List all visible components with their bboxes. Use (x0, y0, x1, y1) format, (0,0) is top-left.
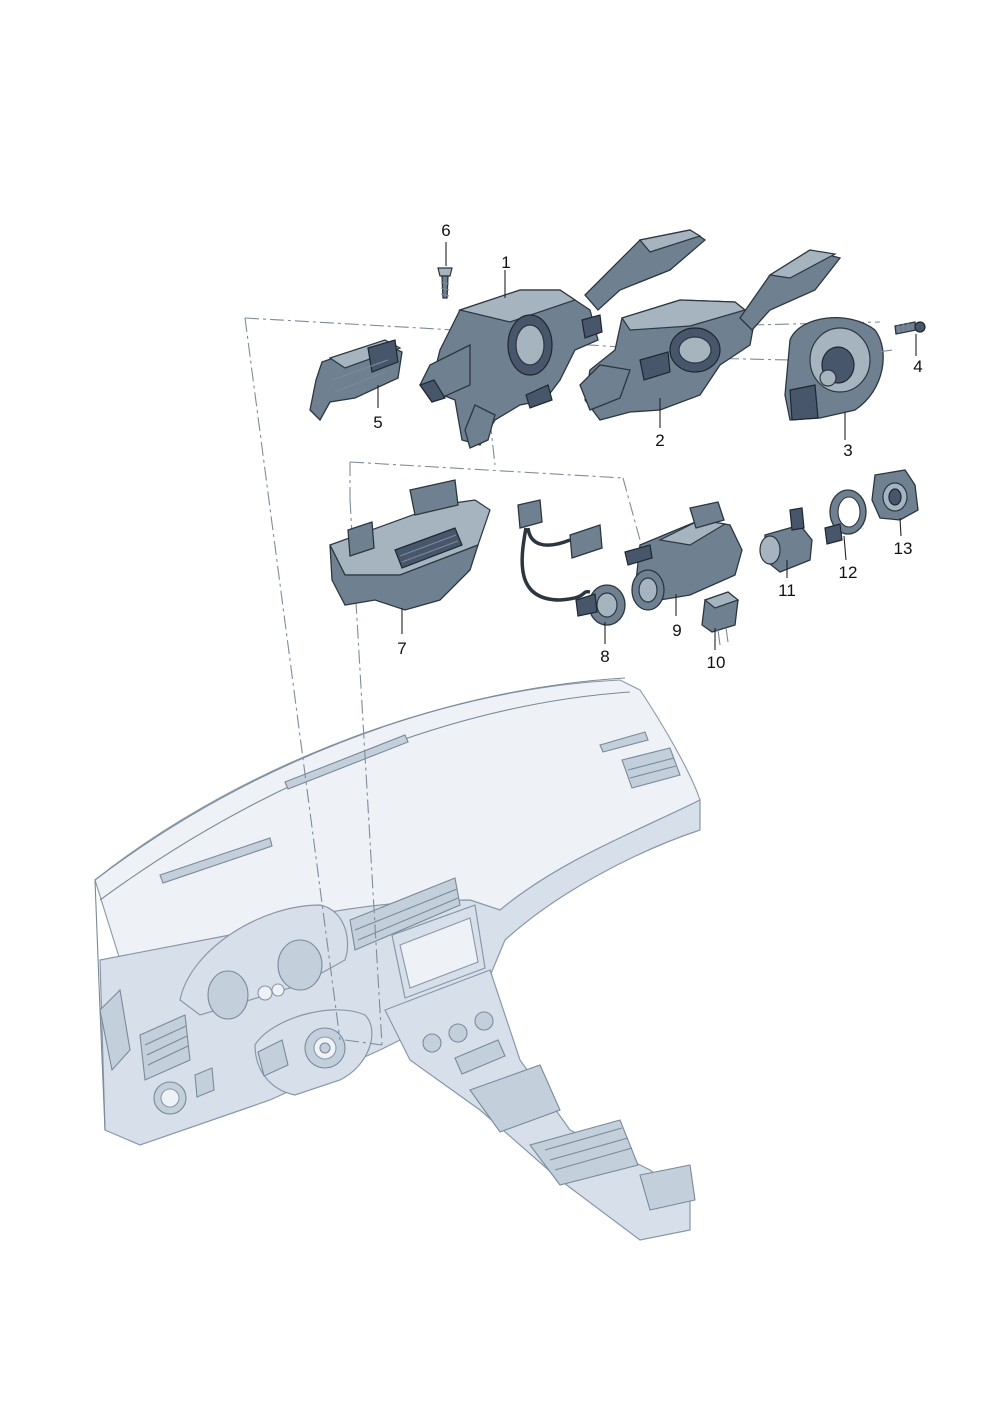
label-part-1: 1 (501, 253, 510, 272)
part-5-bracket (309, 339, 403, 422)
dashboard-illustration (94, 677, 701, 1241)
part-10-ignition-switch (701, 591, 740, 646)
part-6-screw (437, 267, 453, 299)
part-2-column-switch (579, 249, 842, 421)
leader-lines (377, 242, 917, 650)
label-part-3: 3 (843, 441, 852, 460)
label-part-6: 6 (441, 221, 450, 240)
label-part-2: 2 (655, 431, 664, 450)
label-part-12: 12 (839, 563, 858, 582)
part-labels: 6 1 4 5 2 3 13 12 11 9 7 8 10 (373, 221, 922, 672)
label-part-7: 7 (397, 639, 406, 658)
part-7-trim-cover (329, 479, 491, 611)
label-part-5: 5 (373, 413, 382, 432)
label-part-13: 13 (894, 539, 913, 558)
label-part-9: 9 (672, 621, 681, 640)
part-3-clock-spring (784, 317, 893, 421)
part-12-ring (824, 489, 867, 545)
part-11-lock-cylinder (759, 507, 813, 573)
part-1-column-switch (419, 229, 707, 449)
label-part-8: 8 (600, 647, 609, 666)
label-part-4: 4 (913, 357, 922, 376)
label-part-10: 10 (707, 653, 726, 672)
part-8-wiring-ring (517, 499, 626, 626)
part-9-ignition-housing (624, 501, 743, 611)
part-4-screw (894, 321, 926, 335)
label-part-11: 11 (778, 581, 796, 600)
part-13-bezel (871, 469, 919, 521)
